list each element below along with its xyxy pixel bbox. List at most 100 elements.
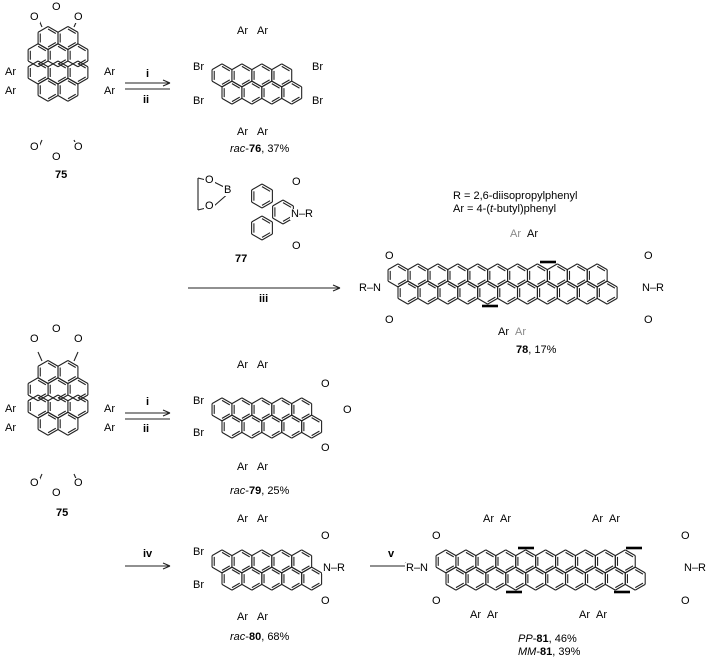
bond (73, 351, 79, 362)
double-bond (485, 551, 494, 558)
ring-bond (397, 263, 409, 271)
ring-bond (301, 414, 312, 422)
ring-bond (517, 280, 528, 288)
double-bond (57, 379, 67, 386)
ring-bond (67, 360, 79, 367)
ring-bond (57, 95, 69, 102)
ring-bond (407, 297, 419, 305)
double-bond (291, 569, 300, 575)
ring-bond (596, 280, 608, 288)
double-bond (311, 582, 320, 589)
ring-bond (301, 431, 312, 439)
stereo-prefix: rac (230, 631, 246, 643)
double-bond (281, 565, 290, 571)
double-bond (475, 569, 484, 575)
ring-bond (495, 549, 507, 557)
double-bond (241, 551, 250, 558)
ring-bond (221, 583, 233, 591)
ring-bond (231, 583, 243, 591)
ring-bond (606, 280, 618, 288)
double-bond (515, 569, 524, 575)
double-bond (77, 59, 86, 65)
ring-bond (251, 583, 263, 591)
double-bond (231, 582, 241, 589)
atom-o: O (29, 333, 40, 345)
double-bond (467, 296, 476, 303)
ring-bond (67, 394, 79, 402)
double-bond (606, 283, 616, 289)
ring-bond (487, 297, 498, 305)
ring-bond (241, 566, 253, 574)
double-bond (477, 265, 486, 272)
atom-ar: Ar (469, 609, 482, 621)
stereo-prefix: PP (518, 633, 533, 645)
yield: , 68% (261, 631, 290, 643)
ring-bond (221, 97, 233, 105)
ring-bond (241, 414, 253, 422)
ring-bond (67, 429, 79, 436)
double-bond (261, 565, 270, 571)
ring-bond (231, 97, 243, 105)
double-bond (467, 283, 476, 289)
double-bond (261, 79, 270, 85)
ring-bond (271, 97, 283, 105)
ring-bond (241, 97, 253, 105)
double-bond (465, 565, 474, 571)
ring-bond (477, 263, 488, 271)
double-bond (565, 565, 574, 571)
ring-bond (427, 297, 439, 305)
double-bond (445, 565, 455, 571)
double-bond (37, 63, 47, 69)
double-bond (605, 565, 614, 571)
ring-bond (537, 263, 548, 271)
double-bond (417, 279, 426, 285)
ring-bond (261, 233, 273, 241)
double-bond (606, 296, 616, 303)
ring-bond (547, 297, 558, 305)
ring-bond (221, 397, 233, 405)
ring-bond (567, 297, 578, 305)
double-bond (596, 265, 606, 272)
atom-n-r: N–R (322, 562, 347, 574)
ring-bond (575, 583, 586, 591)
double-bond (271, 417, 280, 423)
double-bond (241, 79, 250, 85)
ring-bond (485, 583, 497, 591)
double-bond (477, 279, 486, 285)
arrow-head (162, 79, 171, 84)
double-bond (251, 417, 260, 423)
ring-bond (67, 95, 79, 102)
ring-bond (27, 394, 39, 402)
atom-ar: Ar (236, 461, 249, 473)
double-bond (57, 45, 67, 52)
double-bond (47, 28, 57, 34)
ring-bond (37, 411, 49, 419)
atom-o: O (680, 595, 691, 607)
double-bond (605, 551, 614, 558)
double-bond (301, 551, 310, 558)
double-bond (77, 397, 86, 403)
ring-bond (576, 263, 588, 271)
double-bond (57, 63, 67, 69)
double-bond (281, 551, 290, 558)
compound-label-rac-80: rac-80, 68% (230, 631, 290, 643)
ring-bond (455, 583, 467, 591)
ring-bond (517, 263, 528, 271)
double-bond (281, 399, 290, 406)
ring-bond (615, 549, 626, 557)
ring-bond (527, 280, 538, 288)
atom-o: O (29, 11, 40, 23)
atom-ar: Ar (256, 359, 269, 371)
ring-bond (567, 263, 578, 271)
ring-bond (282, 199, 294, 207)
ring-bond (211, 414, 223, 422)
double-bond (251, 430, 260, 437)
ring-bond (311, 414, 322, 422)
atom-ar: Ar (236, 359, 249, 371)
ring-bond (37, 429, 49, 436)
ring-bond (47, 377, 59, 384)
atom-ar: Ar (256, 461, 269, 473)
ring-bond (251, 566, 263, 574)
ring-bond (57, 26, 69, 33)
ring-bond (57, 43, 69, 50)
